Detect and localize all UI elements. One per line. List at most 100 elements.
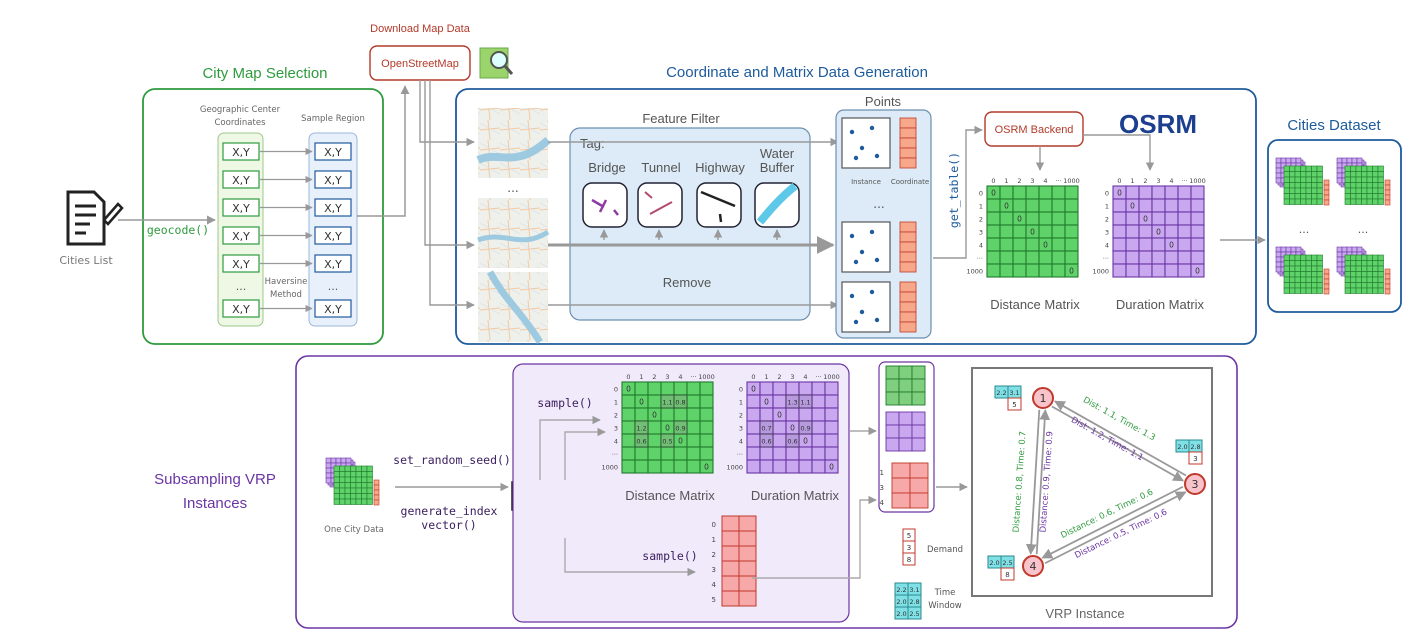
diag-zero: 0 bbox=[991, 188, 996, 197]
sampled-demand-cell bbox=[909, 492, 929, 509]
geocode-function: geocode() bbox=[147, 223, 209, 237]
dataset-cell bbox=[1316, 271, 1323, 278]
tag-water: Water bbox=[760, 146, 795, 161]
dataset-cell bbox=[1356, 157, 1363, 164]
matrix-cell bbox=[660, 459, 675, 474]
selected-cell bbox=[660, 433, 675, 448]
dataset-cell bbox=[1275, 172, 1282, 179]
dataset-cell bbox=[1350, 182, 1357, 189]
dataset-cell bbox=[1350, 276, 1357, 283]
matrix-cell bbox=[1177, 198, 1192, 213]
cell-value: 1.3 bbox=[787, 398, 797, 406]
dataset-cell bbox=[1300, 198, 1307, 205]
dataset-cell bbox=[1344, 198, 1351, 205]
tag-highway: Highway bbox=[695, 160, 745, 175]
dataset-cell bbox=[1350, 265, 1357, 272]
coordinate-cell bbox=[899, 147, 917, 159]
xy-text: X,Y bbox=[324, 174, 342, 187]
dataset-cell bbox=[1300, 265, 1307, 272]
subsampling-title-2: Instances bbox=[183, 495, 247, 512]
cell-value: 0.6 bbox=[787, 437, 797, 445]
osm-button[interactable]: OpenStreetMap bbox=[381, 58, 459, 70]
matrix-cell bbox=[1151, 185, 1166, 200]
col-tick: 1000 bbox=[1189, 177, 1206, 185]
col-tick: 1 bbox=[1130, 177, 1134, 185]
dataset-cell bbox=[1275, 251, 1282, 258]
row-tick: 3 bbox=[739, 424, 743, 432]
dataset-cell bbox=[1294, 187, 1301, 194]
one-city-cell bbox=[366, 493, 373, 500]
matrix-cell bbox=[634, 381, 649, 396]
one-city-cell bbox=[355, 482, 362, 489]
one-city-cell bbox=[344, 482, 351, 489]
matrix-cell bbox=[999, 250, 1014, 265]
matrix-cell bbox=[1112, 237, 1127, 252]
coordinate-cell bbox=[899, 311, 917, 323]
one-city-cell bbox=[355, 465, 362, 472]
vrp-instance-label: VRP Instance bbox=[1045, 606, 1124, 621]
dataset-cell bbox=[1351, 157, 1358, 164]
dataset-cell bbox=[1323, 278, 1330, 285]
demand-cell bbox=[738, 590, 757, 607]
dataset-cell bbox=[1346, 157, 1353, 164]
dataset-cell bbox=[1294, 271, 1301, 278]
dataset-cell bbox=[1280, 157, 1287, 164]
matrix-cell bbox=[1138, 237, 1153, 252]
dataset-cell bbox=[1275, 266, 1282, 273]
one-city-cell bbox=[339, 471, 346, 478]
matrix-cell bbox=[699, 446, 714, 461]
dataset-cell bbox=[1372, 276, 1379, 283]
tag-bridge: Bridge bbox=[588, 160, 626, 175]
one-city-cell bbox=[339, 493, 346, 500]
row-tick: 5 bbox=[712, 596, 716, 604]
dataset-cell bbox=[1316, 171, 1323, 178]
matrix-cell bbox=[699, 459, 714, 474]
dataset-cell bbox=[1289, 198, 1296, 205]
dataset-cell bbox=[1316, 187, 1323, 194]
selected-cell bbox=[798, 420, 813, 435]
matrix-cell bbox=[621, 420, 636, 435]
instance-panel bbox=[841, 221, 891, 273]
col-tick: 1000 bbox=[823, 373, 840, 381]
xy-box bbox=[222, 226, 260, 245]
dataset-cell bbox=[1289, 165, 1296, 172]
diag-zero: 0 bbox=[777, 410, 782, 419]
maps-ellipsis: ... bbox=[507, 181, 518, 195]
one-city-cell bbox=[325, 467, 332, 474]
demand-value: 3 bbox=[1193, 455, 1197, 463]
osrm-backend-button[interactable]: OSRM Backend bbox=[995, 124, 1074, 136]
dataset-cell bbox=[1305, 271, 1312, 278]
tw-legend-value: 2.2 bbox=[896, 586, 906, 594]
point bbox=[853, 319, 859, 325]
osrm-backend-box[interactable] bbox=[984, 111, 1084, 147]
one-city-cell bbox=[350, 487, 357, 494]
row-tick: 1 bbox=[739, 398, 743, 406]
dataset-cell bbox=[1311, 176, 1318, 183]
matrix-cell bbox=[986, 198, 1001, 213]
generate-index-function: generate_index bbox=[401, 504, 498, 518]
diag-zero: 0 bbox=[665, 423, 670, 432]
map-thumbnail bbox=[477, 198, 550, 268]
diag-zero: 0 bbox=[1004, 201, 1009, 210]
demand-legend-label: Demand bbox=[927, 545, 963, 555]
selected-cell bbox=[785, 433, 800, 448]
one-city-cell bbox=[361, 493, 368, 500]
one-city-cell bbox=[325, 472, 332, 479]
instance-panel bbox=[841, 281, 891, 333]
one-city-cell bbox=[339, 487, 346, 494]
haversine-label-2: Method bbox=[270, 290, 302, 300]
xy-text: X,Y bbox=[324, 146, 342, 159]
row-tick: 1000 bbox=[726, 463, 743, 471]
dataset-cell bbox=[1366, 254, 1373, 261]
xy-box bbox=[222, 299, 260, 318]
one-city-cell bbox=[355, 498, 362, 505]
point bbox=[874, 257, 880, 263]
dataset-cell bbox=[1344, 260, 1351, 267]
sampled-dur-cell bbox=[898, 437, 913, 452]
vrp-node-label: 4 bbox=[1030, 560, 1037, 573]
one-city-cell bbox=[344, 476, 351, 483]
cell-value: 0.9 bbox=[800, 424, 810, 432]
dataset-cell bbox=[1283, 165, 1290, 172]
feature-filter-title: Feature Filter bbox=[642, 111, 720, 126]
